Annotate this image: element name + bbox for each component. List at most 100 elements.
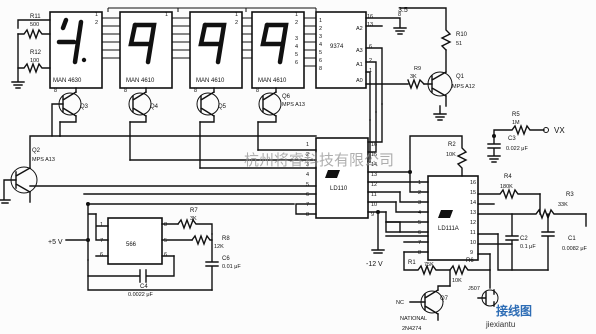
resistor-r6 — [449, 264, 491, 276]
svg-text:0.0022 μF: 0.0022 μF — [128, 292, 154, 298]
svg-text:2: 2 — [235, 20, 238, 26]
svg-text:4: 4 — [295, 44, 298, 50]
svg-text:C4: C4 — [140, 284, 148, 290]
svg-text:2: 2 — [369, 58, 372, 64]
svg-text:11: 11 — [470, 230, 476, 236]
svg-text:C6: C6 — [222, 256, 230, 262]
svg-text:5: 5 — [418, 220, 421, 226]
svg-text:11: 11 — [371, 192, 377, 198]
svg-text:12: 12 — [470, 220, 476, 226]
svg-text:1: 1 — [369, 68, 372, 74]
svg-text:1: 1 — [165, 12, 168, 18]
capacitor-c2 — [505, 213, 519, 271]
svg-text:15: 15 — [470, 190, 476, 196]
svg-text:A1: A1 — [356, 62, 363, 68]
resistor-r9 — [407, 78, 425, 90]
chip-ld110: LD110 1 2 3 4 5 6 7 8 16 15 14 13 12 11 … — [306, 137, 377, 219]
svg-text:R11: R11 — [30, 14, 41, 20]
chip-ld111a: LD111A 1 2 3 4 5 6 7 8 16 15 14 13 12 11… — [418, 175, 479, 261]
svg-text:14: 14 — [371, 162, 377, 168]
svg-text:6: 6 — [306, 192, 309, 198]
svg-text:R6: R6 — [466, 258, 474, 264]
svg-text:R5: R5 — [512, 112, 520, 118]
svg-text:R10: R10 — [456, 32, 468, 38]
chip-566-label: 566 — [126, 242, 137, 248]
svg-text:A2: A2 — [356, 26, 363, 32]
site-url: jiexiantu — [486, 320, 516, 329]
svg-text:8: 8 — [54, 88, 57, 94]
svg-text:2: 2 — [418, 190, 421, 196]
chip-566: 566 1 7 6 8 5 6 — [100, 217, 167, 265]
svg-text:7: 7 — [418, 240, 421, 246]
svg-text:1: 1 — [418, 180, 421, 186]
transistor-q5: Q5 — [196, 91, 227, 117]
svg-text:10K: 10K — [446, 152, 456, 158]
svg-text:6: 6 — [164, 252, 167, 258]
svg-text:9: 9 — [470, 250, 473, 256]
svg-text:2: 2 — [319, 26, 322, 32]
svg-text:Q1: Q1 — [456, 74, 465, 80]
resistor-r12: R12 100 — [17, 50, 51, 74]
svg-text:12: 12 — [371, 182, 377, 188]
jfet-q7: J507 — [468, 286, 499, 307]
resistor-r11: R11 500 — [17, 14, 51, 40]
svg-text:6: 6 — [319, 58, 322, 64]
resistor-r1 — [403, 251, 451, 276]
svg-text:R9: R9 — [414, 66, 421, 72]
chip-ld110-label: LD110 — [330, 186, 348, 192]
display-ds2: MAN 4610 — [119, 11, 173, 89]
svg-text:16: 16 — [371, 142, 377, 148]
svg-text:R7: R7 — [190, 208, 198, 214]
svg-text:Q7: Q7 — [440, 296, 449, 302]
svg-text:0.01 μF: 0.01 μF — [222, 264, 241, 270]
svg-text:51: 51 — [456, 41, 462, 47]
segment-bus — [102, 7, 317, 67]
display-ds3-label: MAN 4610 — [196, 78, 225, 84]
svg-text:R2: R2 — [448, 142, 456, 148]
display-ds1: MAN 4630 — [49, 11, 103, 89]
svg-text:5: 5 — [319, 50, 322, 56]
svg-text:14: 14 — [470, 200, 476, 206]
chip-9374: 9374 1 2 3 4 5 6 8 A2 A3 A1 A0 16 13 6 2… — [315, 11, 373, 89]
svg-text:Q4: Q4 — [150, 104, 159, 110]
capacitor-c6 — [205, 233, 219, 291]
svg-text:1: 1 — [100, 222, 103, 228]
svg-text:16: 16 — [470, 180, 476, 186]
svg-text:10: 10 — [470, 240, 476, 246]
resistor-r8 — [191, 234, 213, 246]
svg-text:NATIONAL: NATIONAL — [400, 316, 427, 322]
resistor-r4 — [477, 188, 541, 200]
svg-text:9: 9 — [371, 212, 374, 218]
svg-text:6: 6 — [369, 44, 372, 50]
svg-text:4: 4 — [418, 210, 421, 216]
svg-text:7: 7 — [306, 202, 309, 208]
svg-text:3: 3 — [418, 200, 421, 206]
resistor-r2 — [409, 135, 468, 177]
svg-text:8: 8 — [418, 250, 421, 256]
svg-text:1: 1 — [235, 12, 238, 18]
svg-text:3: 3 — [319, 34, 322, 40]
watermark: 杭州将睿科技有限公司 — [244, 151, 395, 169]
svg-text:0.0082 μF: 0.0082 μF — [562, 246, 588, 252]
resistor-r5 — [493, 124, 545, 137]
svg-text:Q2: Q2 — [32, 148, 41, 154]
transistor-q4: Q4 — [128, 91, 159, 117]
display-pin-numbers: 1 1 1 1 2 2 2 3 4 5 6 8 8 8 8 — [54, 12, 298, 94]
svg-text:Q3: Q3 — [80, 104, 89, 110]
svg-text:3: 3 — [306, 162, 309, 168]
transistor-q6: Q6 MPS A13 — [258, 91, 305, 117]
svg-text:2: 2 — [95, 20, 98, 26]
svg-text:1: 1 — [95, 12, 98, 18]
svg-text:6: 6 — [418, 230, 421, 236]
svg-text:MPS A13: MPS A13 — [32, 157, 55, 163]
svg-text:MPS A13: MPS A13 — [282, 102, 305, 108]
svg-text:8: 8 — [164, 222, 167, 228]
svg-text:R1: R1 — [408, 260, 416, 266]
svg-text:Q6: Q6 — [282, 94, 291, 100]
svg-text:3K: 3K — [190, 216, 197, 222]
supply-minus12v: -12 V — [366, 261, 383, 268]
display-ds4-label: MAN 4610 — [258, 78, 287, 84]
svg-text:10: 10 — [371, 202, 377, 208]
svg-text:500: 500 — [30, 22, 39, 28]
supply-plus5v: +5 V — [48, 239, 63, 246]
